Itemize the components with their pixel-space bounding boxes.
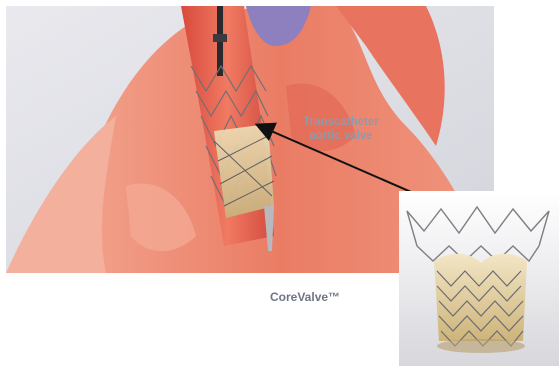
device-caption: CoreValve™ <box>270 290 340 304</box>
annotation-line-1: Transcatheter <box>291 115 391 129</box>
annotation-line-2: aortic valve <box>291 129 391 143</box>
valve-annotation: Transcatheter aortic valve <box>291 115 391 143</box>
valve-closeup-photo <box>399 191 559 366</box>
valve-closeup-drawing <box>399 191 559 366</box>
